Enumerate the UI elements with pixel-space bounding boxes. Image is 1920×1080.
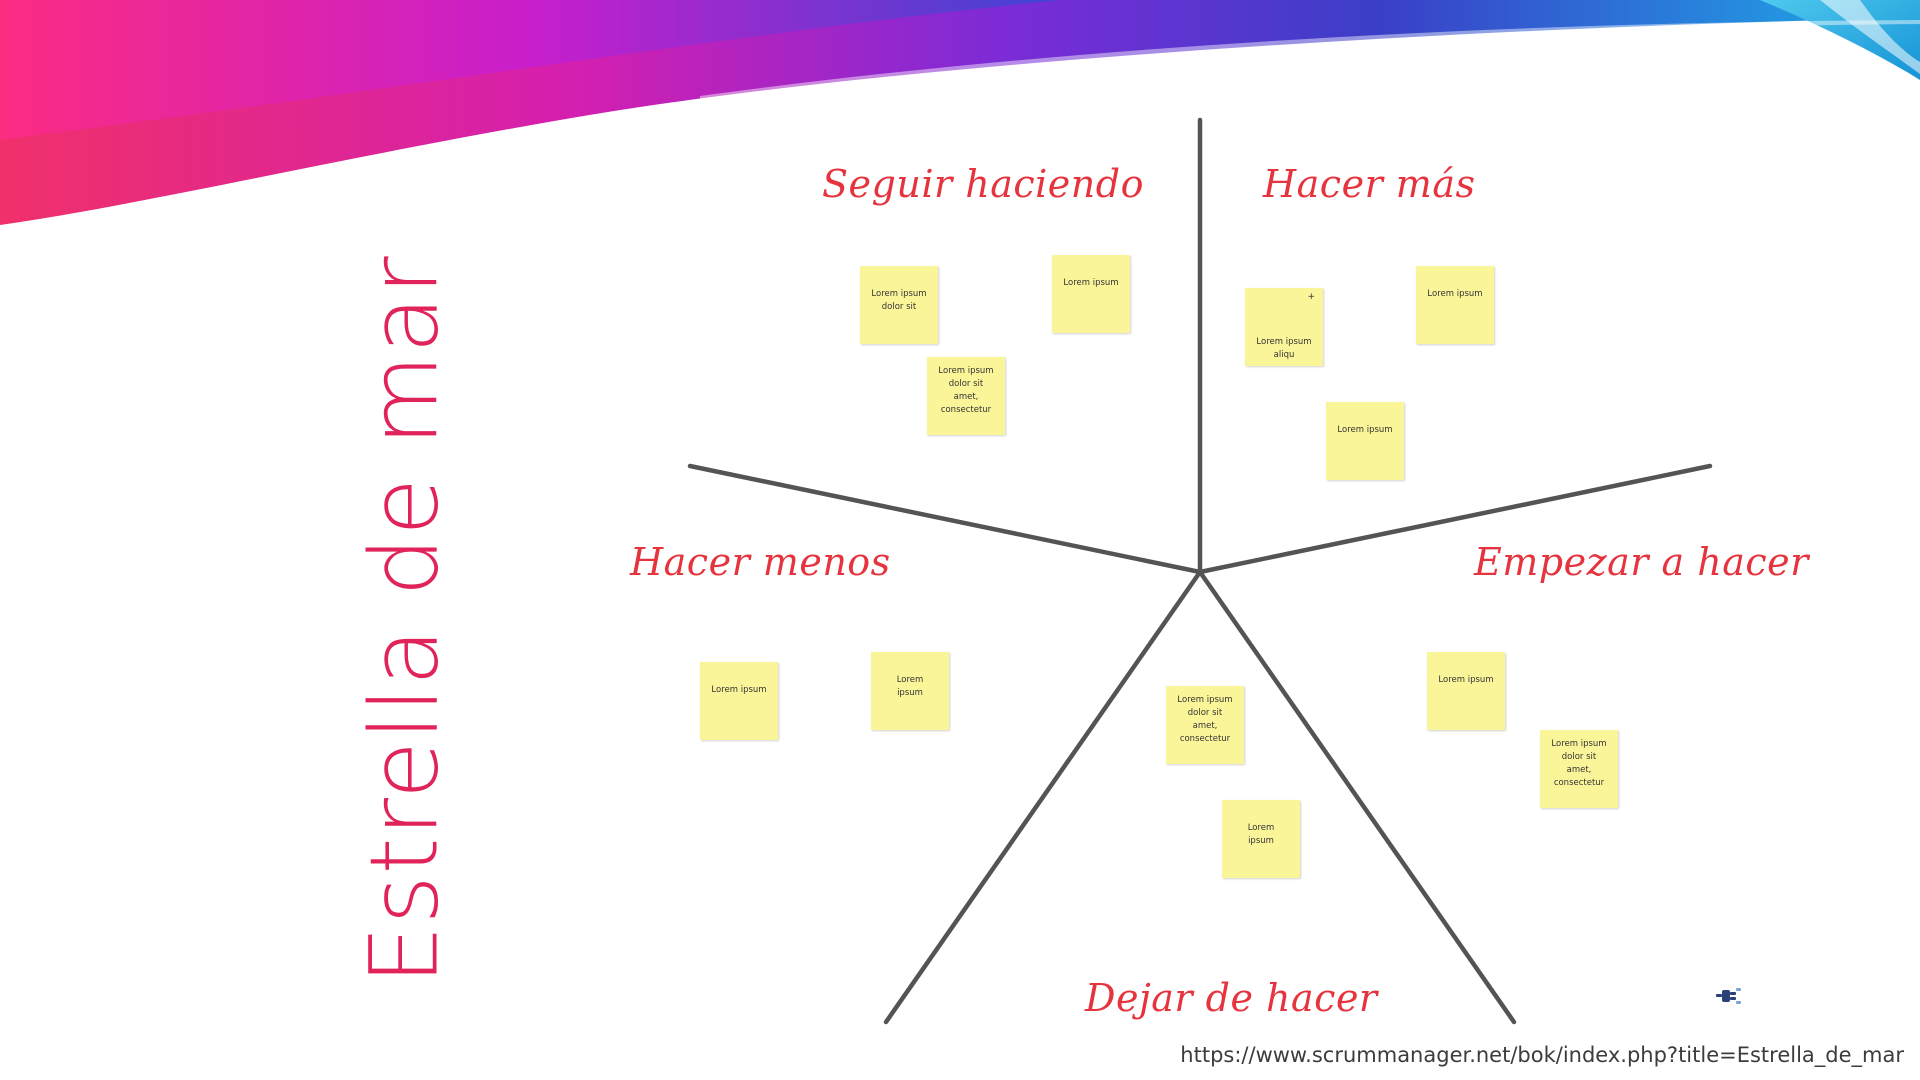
sticky-note[interactable]: Lorem ipsum [871,652,949,730]
source-url[interactable]: https://www.scrummanager.net/bok/index.p… [1180,1043,1904,1067]
sticky-note[interactable]: Lorem ipsum [700,662,778,740]
sticky-note[interactable]: Lorem ipsum [1052,255,1130,333]
sticky-note[interactable]: Lorem ipsum [1222,800,1300,878]
slide-title: Estrella de mar [350,255,460,985]
line-bottom-left [883,569,1203,1025]
label-seguir-haciendo: Seguir haciendo [822,162,1144,206]
label-hacer-mas: Hacer más [1263,162,1476,206]
line-left [687,463,1203,575]
plug-icon[interactable] [1712,982,1746,1012]
banner-top-band [0,0,1060,140]
sticky-note[interactable]: Lorem ipsum [1427,652,1505,730]
sticky-note[interactable]: Lorem ipsum dolor sit amet, consectetur [927,357,1005,435]
header-banner [0,0,1920,225]
starfish-lines [687,117,1713,1025]
sticky-note[interactable]: + Lorem ipsum aliqu [1245,288,1323,366]
starfish-board: Seguir haciendo Hacer más Hacer menos Em… [600,110,1820,1040]
note-text: Lorem ipsum aliqu [1256,337,1312,360]
sticky-note[interactable]: Lorem ipsum dolor sit amet, consectetur [1540,730,1618,808]
note-plus-mark: + [1307,292,1315,302]
sticky-note[interactable]: Lorem ipsum [1326,402,1404,480]
label-dejar-de-hacer: Dejar de hacer [1085,976,1378,1020]
banner-right-stripe [1820,0,1920,74]
sticky-note[interactable]: Lorem ipsum [1416,266,1494,344]
line-right [1197,463,1713,575]
label-hacer-menos: Hacer menos [630,540,891,584]
sticky-note[interactable]: Lorem ipsum dolor sit amet, consectetur [1166,686,1244,764]
label-empezar-a-hacer: Empezar a hacer [1474,540,1809,584]
line-bottom-right [1197,569,1517,1025]
banner-right-band [1760,0,1920,80]
sticky-note[interactable]: Lorem ipsum dolor sit [860,266,938,344]
